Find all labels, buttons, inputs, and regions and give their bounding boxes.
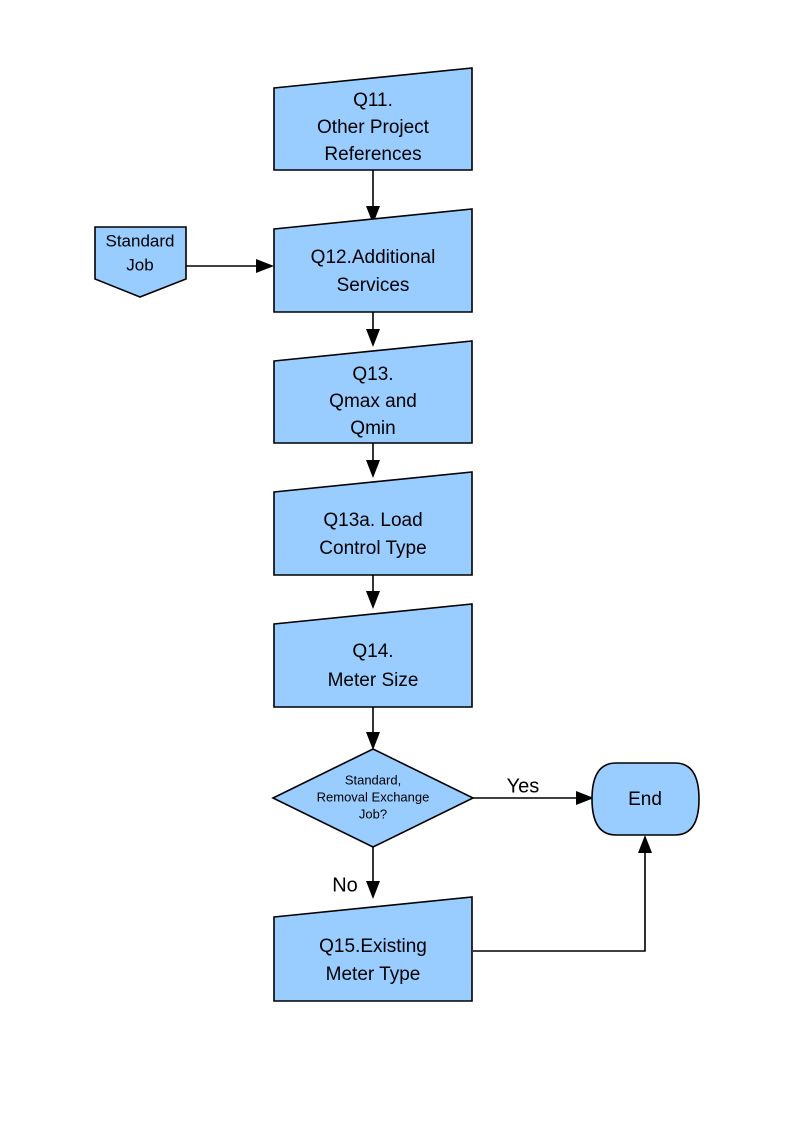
node-q14-line1: Q14. <box>352 641 393 662</box>
edge-q11-to-q12 <box>366 170 380 224</box>
node-q13a-shape <box>273 471 473 576</box>
node-decision-shape <box>271 748 475 848</box>
node-q15-line1: Q15.Existing <box>319 936 427 957</box>
node-decision[interactable]: Standard, Removal Exchange Job? <box>271 748 475 848</box>
node-q13a-line1: Q13a. Load <box>323 510 422 531</box>
node-q13-line1: Q13. <box>352 364 393 385</box>
node-q12[interactable]: Q12.Additional Services <box>273 208 473 313</box>
node-q12-shape <box>273 208 473 313</box>
edge-label-no: No <box>332 874 358 896</box>
node-q13-line3: Qmin <box>350 418 395 439</box>
node-q13a-line2: Control Type <box>319 538 426 559</box>
edge-q13a-to-q14 <box>366 575 380 609</box>
edge-q15-to-end <box>473 835 652 952</box>
node-q13-shape <box>273 340 473 444</box>
node-q11-line3: References <box>324 144 421 165</box>
node-decision-line3: Job? <box>359 806 387 821</box>
node-q13-line2: Qmax and <box>329 391 417 412</box>
node-q15-shape <box>273 896 473 1002</box>
node-end-label: End <box>628 789 662 810</box>
node-q12-line1: Q12.Additional <box>311 247 436 268</box>
edge-label-yes: Yes <box>507 775 540 797</box>
node-standard-job-shape <box>94 226 187 298</box>
edge-standard-job-to-q12 <box>186 259 274 273</box>
node-decision-line2: Removal Exchange <box>317 789 430 804</box>
edge-q13-to-q13a <box>366 443 380 478</box>
node-q14-shape <box>273 603 473 708</box>
node-q12-line2: Services <box>337 275 410 296</box>
node-q14-line2: Meter Size <box>328 670 419 691</box>
node-q15[interactable]: Q15.Existing Meter Type <box>273 896 473 1002</box>
node-end[interactable]: End <box>591 762 700 836</box>
node-q13a[interactable]: Q13a. Load Control Type <box>273 471 473 576</box>
edge-decision-to-end-yes <box>473 791 594 805</box>
node-q14[interactable]: Q14. Meter Size <box>273 603 473 708</box>
node-q11-line1: Q11. <box>353 90 393 111</box>
node-standard-job-line1: Standard <box>106 231 175 250</box>
node-end-shape <box>591 762 700 836</box>
node-standard-job-line2: Job <box>126 255 153 274</box>
node-decision-line1: Standard, <box>345 772 401 787</box>
edge-q14-to-decision <box>366 707 380 750</box>
edge-q12-to-q13 <box>366 312 380 347</box>
node-q11[interactable]: Q11. Other Project References <box>273 67 473 171</box>
node-standard-job[interactable]: Standard Job <box>94 226 187 298</box>
node-q11-line2: Other Project <box>317 117 430 138</box>
node-q13[interactable]: Q13. Qmax and Qmin <box>273 340 473 444</box>
edge-decision-to-q15-no <box>366 847 380 899</box>
node-q15-line2: Meter Type <box>326 964 421 985</box>
node-q11-shape <box>273 67 473 171</box>
